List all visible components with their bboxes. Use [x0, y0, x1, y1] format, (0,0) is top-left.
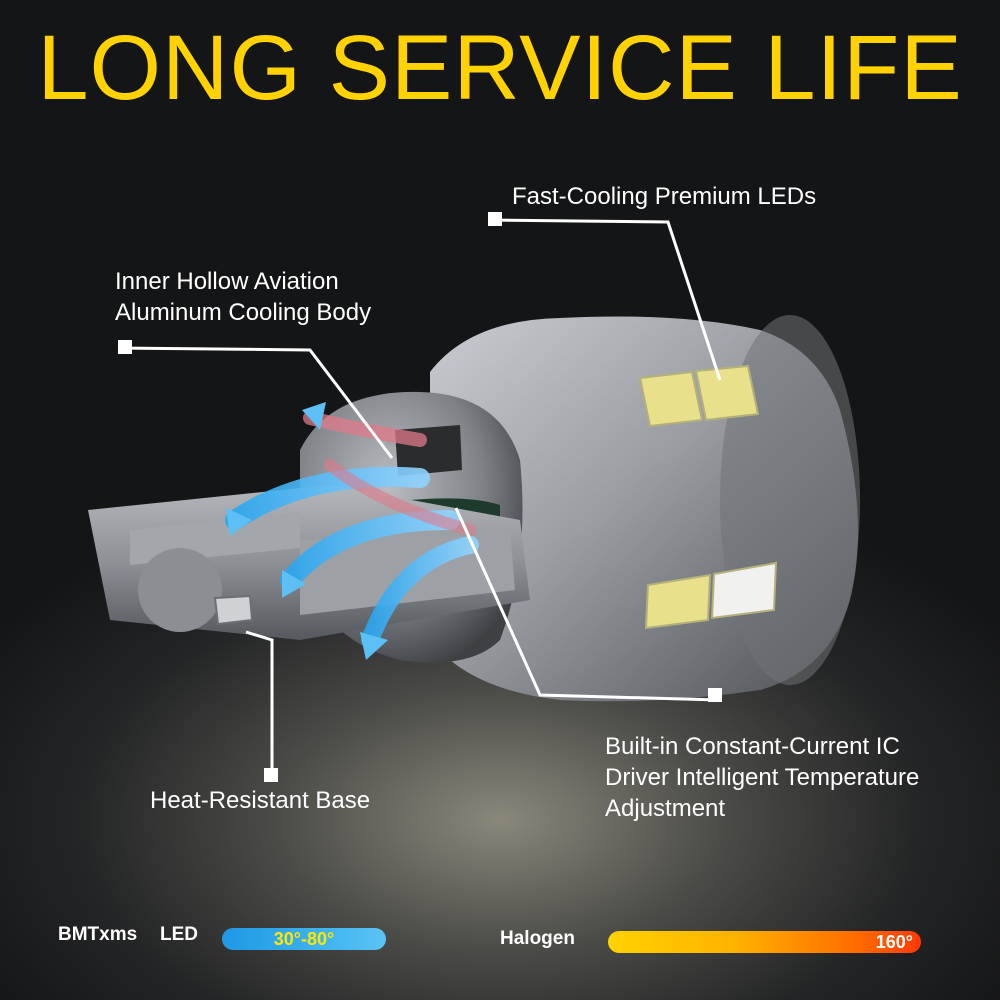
led-temperature-range: 30°-80°: [273, 929, 335, 949]
callout-constant-current-ic: Built-in Constant-Current IC Driver Inte…: [605, 731, 919, 824]
legend-led-word: LED: [160, 924, 198, 945]
leader-line-tabs: [118, 212, 722, 782]
halogen-temperature-bar: 160°: [608, 931, 921, 953]
legend-led-brand: BMTxms: [58, 924, 138, 945]
callout-fast-cooling-leds: Fast-Cooling Premium LEDs: [512, 181, 816, 212]
callout-text-line3: Adjustment: [605, 795, 726, 822]
callout-hollow-cooling-body: Inner Hollow Aviation Aluminum Cooling B…: [115, 266, 371, 328]
callout-text-line2: Aluminum Cooling Body: [115, 299, 372, 326]
airflow-arrows: [225, 402, 479, 660]
callout-leader-lines: [119, 218, 722, 780]
led-chips-bottom: [644, 561, 778, 630]
callout-text: Heat-Resistant Base: [150, 787, 371, 814]
led-temperature-bar: 30°-80°: [222, 928, 386, 950]
led-chips-top: [638, 364, 760, 428]
legend-halogen-name: Halogen: [500, 928, 575, 949]
halogen-temperature-value: 160°: [875, 932, 913, 952]
callout-text-line1: Built-in Constant-Current IC: [605, 733, 900, 760]
callout-text: Fast-Cooling Premium LEDs: [512, 183, 817, 210]
callout-text-line1: Inner Hollow Aviation: [115, 268, 339, 295]
headline: LONG SERVICE LIFE: [37, 17, 963, 119]
callout-heat-resistant-base: Heat-Resistant Base: [150, 785, 370, 816]
callout-text-line2: Driver Intelligent Temperature: [605, 764, 920, 791]
